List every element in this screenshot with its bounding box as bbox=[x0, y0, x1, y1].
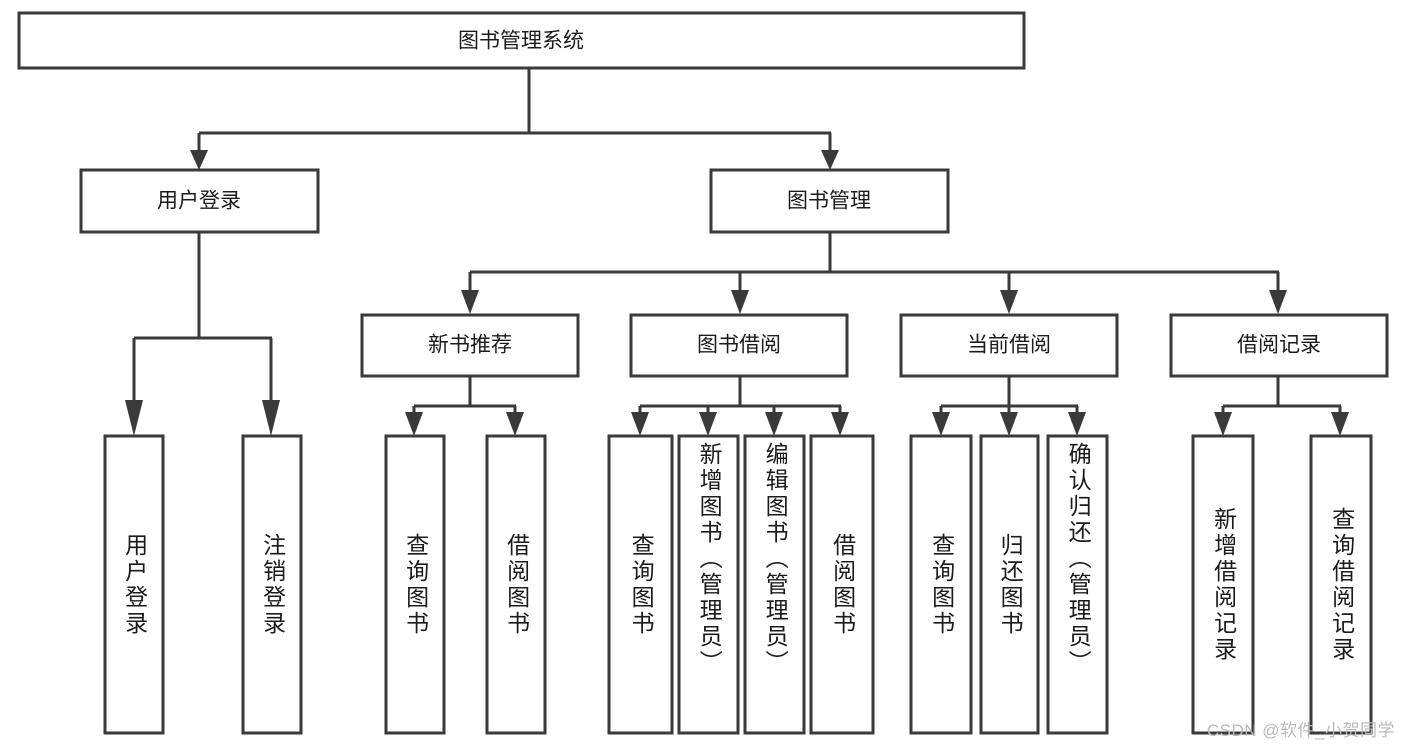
node-leaf-add-book-admin-box[interactable] bbox=[677, 434, 740, 735]
arrow-to-leaf-query-borrow-record bbox=[1331, 412, 1349, 436]
node-leaf-return-book-box[interactable] bbox=[979, 434, 1040, 735]
arrow-to-leaf-query-book-3 bbox=[932, 412, 950, 436]
node-leaf-borrow-book-1-box[interactable] bbox=[485, 434, 547, 735]
arrow-to-user-login bbox=[190, 150, 208, 170]
node-new-book-recommend-label: 新书推荐 bbox=[428, 334, 512, 357]
arrow-to-leaf-query-book-1 bbox=[405, 412, 423, 436]
node-leaf-query-book-3-box[interactable] bbox=[909, 434, 973, 735]
arrow-to-book-borrow bbox=[731, 290, 749, 314]
arrow-to-borrow-record bbox=[1269, 290, 1287, 314]
node-leaf-user-login-box[interactable] bbox=[103, 434, 165, 735]
edge-layer bbox=[125, 68, 1349, 436]
arrow-to-new-book-recommend bbox=[461, 290, 479, 314]
arrow-to-leaf-confirm-return-admin bbox=[1068, 412, 1086, 436]
arrow-to-leaf-borrow-book-2 bbox=[831, 412, 849, 436]
node-root-label: 图书管理系统 bbox=[458, 30, 584, 53]
arrow-to-leaf-user-login bbox=[125, 400, 143, 436]
node-leaf-logout-login-box[interactable] bbox=[241, 434, 303, 735]
arrow-to-leaf-return-book bbox=[1000, 412, 1018, 436]
node-book-borrow-box[interactable] bbox=[629, 313, 849, 378]
node-layer: 图书管理系统 用户登录 图书管理 新书推荐 图书借阅 当前 bbox=[17, 11, 1389, 735]
node-root[interactable]: 图书管理系统 bbox=[17, 11, 1026, 70]
node-root-box[interactable] bbox=[17, 11, 1026, 70]
arrow-to-leaf-borrow-book-1 bbox=[506, 412, 524, 436]
node-current-borrow-label: 当前借阅 bbox=[967, 334, 1051, 357]
arrow-to-leaf-add-book-admin bbox=[699, 412, 717, 436]
node-leaf-query-borrow-record-box[interactable] bbox=[1309, 434, 1373, 735]
node-borrow-record-box[interactable] bbox=[1169, 313, 1389, 378]
arrow-to-current-borrow bbox=[1000, 290, 1018, 314]
arrow-to-leaf-add-borrow-record bbox=[1214, 412, 1232, 436]
node-current-borrow-box[interactable] bbox=[899, 313, 1119, 378]
node-leaf-confirm-return-admin-box[interactable] bbox=[1046, 434, 1109, 735]
node-user-login-box[interactable] bbox=[79, 168, 320, 234]
node-borrow-record-label: 借阅记录 bbox=[1237, 334, 1321, 357]
node-leaf-add-borrow-record-box[interactable] bbox=[1191, 434, 1255, 735]
node-book-borrow-label: 图书借阅 bbox=[697, 334, 781, 357]
arrow-to-leaf-logout-login bbox=[262, 400, 280, 436]
node-book-borrow[interactable]: 图书借阅 bbox=[629, 313, 849, 378]
arrow-to-leaf-query-book-2 bbox=[631, 412, 649, 436]
arrow-to-leaf-edit-book-admin bbox=[765, 412, 783, 436]
node-book-management-label: 图书管理 bbox=[787, 190, 871, 213]
node-new-book-recommend-box[interactable] bbox=[360, 313, 580, 378]
node-leaf-query-book-1-box[interactable] bbox=[384, 434, 446, 735]
node-leaf-borrow-book-2-box[interactable] bbox=[809, 434, 875, 735]
node-borrow-record[interactable]: 借阅记录 bbox=[1169, 313, 1389, 378]
arrow-to-book-management bbox=[821, 150, 839, 170]
node-new-book-recommend[interactable]: 新书推荐 bbox=[360, 313, 580, 378]
node-book-management[interactable]: 图书管理 bbox=[709, 168, 950, 234]
node-current-borrow[interactable]: 当前借阅 bbox=[899, 313, 1119, 378]
node-leaf-edit-book-admin-box[interactable] bbox=[743, 434, 806, 735]
node-user-login[interactable]: 用户登录 bbox=[79, 168, 320, 234]
node-leaf-query-book-2-box[interactable] bbox=[607, 434, 674, 735]
node-book-management-box[interactable] bbox=[709, 168, 950, 234]
node-user-login-label: 用户登录 bbox=[157, 190, 241, 213]
